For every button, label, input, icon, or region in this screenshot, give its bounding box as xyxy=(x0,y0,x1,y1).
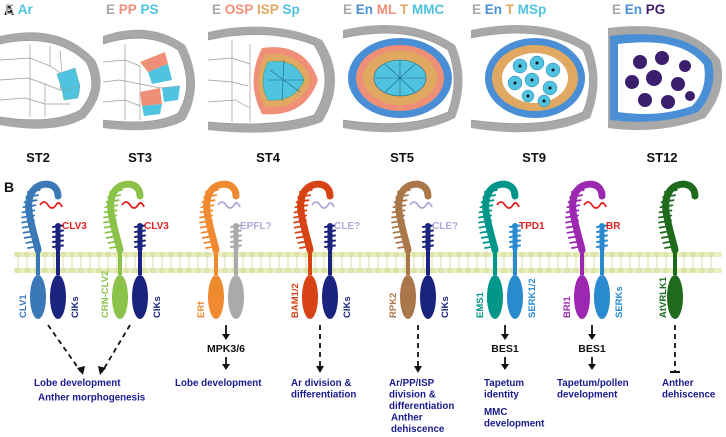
legend-item: E xyxy=(5,2,14,17)
legend-item: En xyxy=(621,2,642,17)
legend-item: OSP xyxy=(221,2,253,17)
outcome-text: Lobe development xyxy=(175,378,262,389)
outcome-text: differentiation xyxy=(389,401,454,412)
receptor-complex xyxy=(658,180,699,373)
receptor-label: CLV1 xyxy=(18,294,29,318)
coreceptor-label: CIKs xyxy=(440,296,451,318)
legend-item: PS xyxy=(137,2,159,17)
legend-item: ISP xyxy=(253,2,279,17)
outcome-text: Ar division & xyxy=(291,378,351,389)
stage-label: ST2 xyxy=(26,150,50,165)
outcome-text: development xyxy=(484,419,545,430)
stage-label: ST5 xyxy=(390,150,414,165)
ligand-label: CLE? xyxy=(334,221,360,232)
legend-item: ML xyxy=(373,2,396,17)
legend-item: T xyxy=(502,2,515,17)
legend-item: En xyxy=(352,2,373,17)
receptor-complex xyxy=(478,180,523,370)
stage-labels: ST2 ST3 ST4 ST5 ST9 ST12 xyxy=(26,150,677,165)
ligand-label: BR xyxy=(606,221,621,232)
signal-label: MPK3/6 xyxy=(207,343,245,355)
stage-label: ST12 xyxy=(646,150,677,165)
ligand-label: CLE? xyxy=(432,221,458,232)
outcome-text: Lobe development xyxy=(34,378,121,389)
outcome-text: differentiation xyxy=(291,390,356,401)
outcome-text: Anther xyxy=(662,378,694,389)
legend-item: PP xyxy=(115,2,137,17)
legend-item: E xyxy=(212,2,221,17)
legend-item: MMC xyxy=(408,2,444,17)
outcome-text: Anther morphogenesis xyxy=(38,393,146,404)
stage-st4-drawing xyxy=(207,26,335,133)
stage-label: ST4 xyxy=(256,150,281,165)
receptor-complex xyxy=(293,180,338,373)
outcome-text: development xyxy=(557,390,618,401)
ligand-label: EPFL? xyxy=(240,221,272,232)
legend-item: E xyxy=(106,2,115,17)
outcome-text: Tapetum/pollen xyxy=(557,378,629,389)
ligand-label: CLV3 xyxy=(144,221,169,232)
stage-label: ST3 xyxy=(128,150,152,165)
coreceptor-label: CIKs xyxy=(152,296,163,318)
receptor-complex xyxy=(21,180,85,375)
receptor-complex xyxy=(391,180,436,373)
stage-legend: E PP PS xyxy=(106,2,159,17)
outcome-text: Ar/PP/ISP xyxy=(389,378,435,389)
receptor-label: CRN-CLV2 xyxy=(100,271,111,318)
receptor-label: ERf xyxy=(196,301,207,318)
legend-item: E xyxy=(343,2,352,17)
outcome-text: MMC xyxy=(484,407,507,418)
signal-label: BES1 xyxy=(491,343,519,355)
outcome-text: Anther xyxy=(391,413,423,424)
legend-item: T xyxy=(396,2,409,17)
receptor-label: AtVRLK1 xyxy=(658,276,669,318)
legend-item: En xyxy=(481,2,502,17)
panel-a-letter: A xyxy=(4,2,14,18)
signal-label: BES1 xyxy=(578,343,606,355)
outcome-text: identity xyxy=(484,390,519,401)
ligand-label: CLV3 xyxy=(62,221,87,232)
stage-label: ST9 xyxy=(522,150,546,165)
receptor-label: EMS1 xyxy=(475,291,486,318)
receptor-label: RPK2 xyxy=(388,293,399,318)
legend-item: Ar xyxy=(14,2,34,17)
stage-st2-drawing xyxy=(0,32,101,129)
stage-legend: E En PG xyxy=(612,2,665,17)
outcome-text: dehiscence xyxy=(391,424,445,435)
receptor-label: BAM1/2 xyxy=(290,283,301,318)
legend-item: MSp xyxy=(514,2,546,17)
outcome-text: dehiscence xyxy=(662,390,716,401)
coreceptor-label: CIKs xyxy=(342,296,353,318)
outcome-text: Tapetum xyxy=(484,378,524,389)
receptor-complex xyxy=(98,180,148,375)
stage-st9-drawing xyxy=(470,25,598,133)
coreceptor-label: CIKs xyxy=(70,296,81,318)
stage-legend: E OSP ISP Sp xyxy=(212,2,300,17)
receptor-complex xyxy=(199,180,244,370)
ligand-label: TPD1 xyxy=(519,221,545,232)
panel-b-letter: B xyxy=(4,179,14,195)
legend-item: E xyxy=(612,2,621,17)
legend-item: E xyxy=(472,2,481,17)
stage-legend: E En T MSp xyxy=(472,2,546,17)
stage-legend: E Ar xyxy=(5,2,34,17)
outcome-text: division & xyxy=(389,390,436,401)
stage-legend: E En ML T MMC xyxy=(343,2,445,17)
legend-item: PG xyxy=(642,2,665,17)
coreceptor-label: SERK1/2 xyxy=(527,278,538,318)
stage-st5-drawing xyxy=(342,25,463,133)
stage-st12-drawing xyxy=(608,26,723,131)
receptor-label: BRI1 xyxy=(562,296,573,318)
coreceptor-label: SERKs xyxy=(614,286,625,318)
anther-stages xyxy=(0,25,723,133)
legend-item: Sp xyxy=(279,2,300,17)
receptor-complex xyxy=(565,180,610,370)
stage-st3-drawing xyxy=(102,29,195,131)
